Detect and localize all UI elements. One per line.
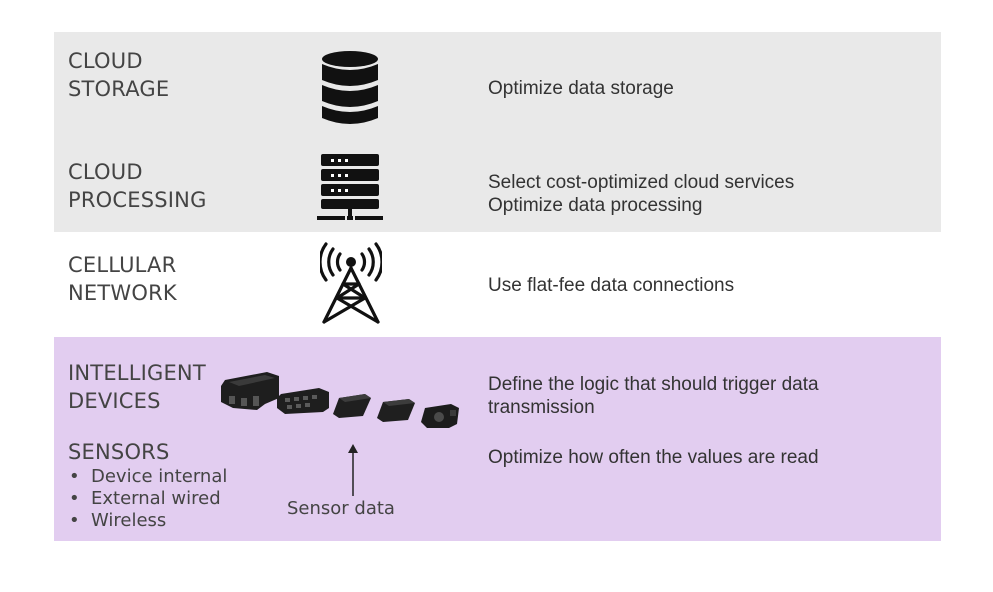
up-arrow-icon (348, 444, 358, 496)
cloud-processing-description: Select cost-optimized cloud services (488, 172, 795, 193)
cloud-processing-label: CLOUD PROCESSING (68, 158, 207, 214)
sensors-descriptions: Optimize how often the values are read (488, 446, 819, 469)
sensors-description: Optimize how often the values are read (488, 447, 819, 468)
intelligent-devices-description: transmission (488, 397, 595, 418)
cellular-network-descriptions: Use flat-fee data connections (488, 274, 734, 297)
device-gateway (221, 372, 279, 410)
cloud-storage-label-line: STORAGE (68, 77, 170, 101)
device-connector-block (277, 388, 329, 414)
device-slim-sensor-1 (333, 394, 371, 418)
sensors-label: SENSORS (68, 438, 170, 466)
intelligent-devices-label-line: DEVICES (68, 389, 161, 413)
cloud-storage-descriptions: Optimize data storage (488, 77, 674, 100)
list-item: External wired (68, 488, 227, 510)
list-item: Device internal (68, 466, 227, 488)
cellular-network-label-line: NETWORK (68, 281, 177, 305)
cloud-storage-label-line: CLOUD (68, 49, 143, 73)
cellular-network-label: CELLULAR NETWORK (68, 251, 177, 307)
cloud-processing-label-line: PROCESSING (68, 188, 207, 212)
cellular-network-label-line: CELLULAR (68, 253, 177, 277)
intelligent-devices-label-line: INTELLIGENT (68, 361, 206, 385)
list-item: Wireless (68, 510, 227, 532)
sensor-type-list: Device internal External wired Wireless (68, 466, 227, 532)
device-slim-sensor-2 (377, 399, 415, 422)
database-icon (322, 51, 378, 124)
intelligent-devices-description: Define the logic that should trigger dat… (488, 374, 819, 395)
cloud-processing-label-line: CLOUD (68, 160, 143, 184)
iot-devices-icon (221, 372, 459, 428)
server-rack-icon (317, 154, 383, 220)
device-compact-sensor (421, 404, 459, 428)
intelligent-devices-label: INTELLIGENT DEVICES (68, 359, 206, 415)
cloud-band (54, 32, 941, 232)
sensors-label-line: SENSORS (68, 440, 170, 464)
cloud-processing-description: Optimize data processing (488, 195, 703, 216)
sensor-data-caption: Sensor data (287, 498, 395, 519)
network-band (54, 232, 941, 337)
cellular-network-description: Use flat-fee data connections (488, 275, 735, 296)
cell-tower-icon (320, 242, 382, 324)
cloud-storage-description: Optimize data storage (488, 78, 674, 99)
intelligent-devices-descriptions: Define the logic that should trigger dat… (488, 373, 819, 419)
cloud-storage-label: CLOUD STORAGE (68, 47, 169, 103)
cloud-processing-descriptions: Select cost-optimized cloud services Opt… (488, 171, 794, 217)
